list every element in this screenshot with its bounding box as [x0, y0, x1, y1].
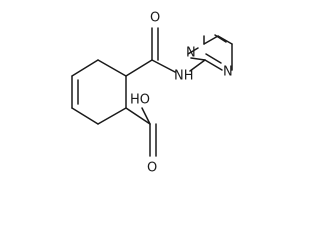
bond-pyr-c5-c6 [203, 35, 219, 45]
bond-ring-c2-c3 [71, 59, 99, 77]
structure-diagram: O NH N N HO O [71, 11, 233, 176]
bond-amide-c-n [151, 59, 176, 73]
bond-ring-c5-c6 [97, 107, 127, 125]
bond-c1-amide-carbon [125, 59, 153, 77]
atom-label-acid-oh: HO [130, 93, 150, 108]
atom-label-amide-nh: NH [174, 69, 194, 84]
bond-pyr-n1-c2 [190, 57, 206, 61]
atom-label-pyrimidine-n2: N [186, 46, 196, 61]
bond-c6-acid-carbon [125, 107, 151, 125]
atom-label-amide-oxygen: O [150, 11, 160, 26]
bond-acid-c-oh [141, 107, 151, 125]
bond-ring-c1-c2 [97, 59, 127, 77]
bond-pyr-c2-n3-double [205, 53, 222, 64]
molecule-canvas: O NH N N HO O [71, 11, 233, 176]
bond-pyr-c6-n1 [187, 47, 199, 55]
bond-ring-c4-c5 [71, 107, 99, 125]
atom-label-acid-oxygen: O [147, 161, 157, 176]
bond-n-pyrimidine-c2 [189, 59, 206, 72]
bond-pyr-c2-n3 [204, 59, 223, 71]
bond-pyr-c4-c5 [217, 35, 233, 45]
atom-label-pyrimidine-n1: N [223, 65, 233, 80]
